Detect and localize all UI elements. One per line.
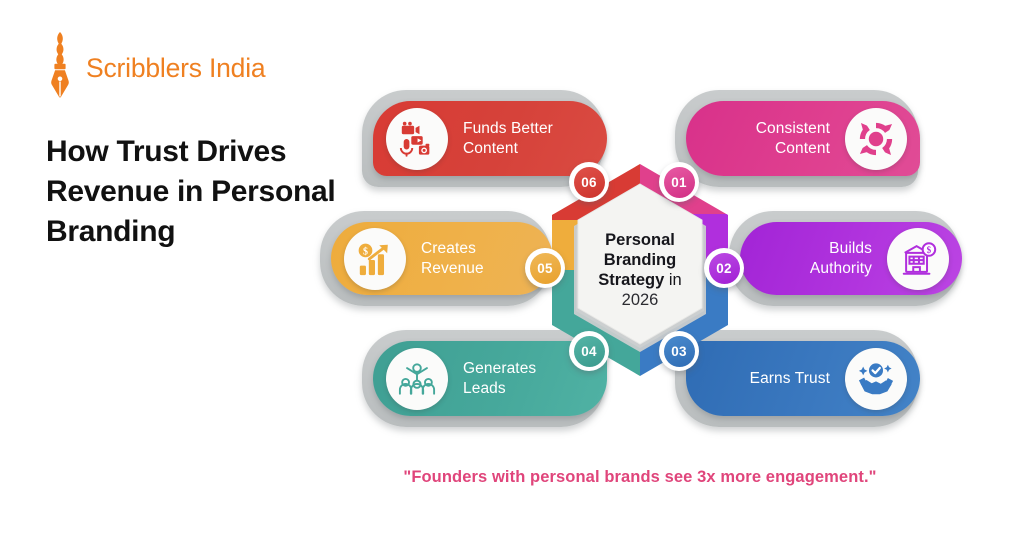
step-badge-02[interactable]: 02 (704, 248, 744, 288)
page-title: How Trust Drives Revenue in Personal Bra… (46, 135, 336, 248)
step-label-05: Creates Revenue (421, 239, 484, 277)
card-face: $ Creates Revenue (331, 222, 553, 295)
step-number-01: 01 (663, 166, 695, 198)
card-face: Generates Leads (373, 341, 607, 416)
step-badge-01[interactable]: 01 (659, 162, 699, 202)
step-label-06: Funds Better Content (463, 119, 553, 157)
people-group-icon (386, 347, 448, 410)
step-number-04: 04 (573, 335, 605, 367)
step-badge-05[interactable]: 05 (525, 248, 565, 288)
footer-quote: "Founders with personal brands see 3x mo… (403, 468, 877, 486)
step-label-04: Generates Leads (463, 359, 537, 397)
svg-text:$: $ (363, 246, 368, 257)
step-badge-06[interactable]: 06 (569, 162, 609, 202)
refresh-cycle-icon (845, 107, 907, 170)
step-number-05: 05 (529, 252, 561, 284)
card-face: Consistent Content (686, 101, 920, 176)
brand-logo: Scribblers India (40, 30, 266, 102)
step-card-01[interactable]: Consistent Content (675, 90, 920, 187)
hexagon-color-ring (552, 164, 728, 376)
step-label-01: Consistent Content (755, 119, 830, 157)
step-card-05[interactable]: $ Creates Revenue (320, 211, 553, 306)
growth-chart-dollar-icon: $ (344, 227, 406, 290)
svg-text:$: $ (927, 244, 932, 254)
card-face: Builds Authority $ (740, 222, 962, 295)
infographic-diagram: Funds Better Content Consistent Content (310, 80, 970, 460)
step-label-03: Earns Trust (749, 369, 830, 387)
left-column: Scribblers India How Trust Drives Revenu… (0, 0, 350, 538)
step-card-04[interactable]: Generates Leads (362, 330, 607, 427)
brand-name: Scribblers India (86, 52, 266, 83)
card-face: Funds Better Content (373, 101, 607, 176)
step-number-03: 03 (663, 335, 695, 367)
step-card-02[interactable]: Builds Authority $ (729, 211, 962, 306)
bank-dollar-icon: $ (887, 227, 949, 290)
pen-nib-wheat-icon (40, 30, 80, 102)
step-number-06: 06 (573, 166, 605, 198)
step-badge-04[interactable]: 04 (569, 331, 609, 371)
step-label-02: Builds Authority (809, 239, 872, 277)
step-badge-03[interactable]: 03 (659, 331, 699, 371)
card-face: Earns Trust (686, 341, 920, 416)
step-number-02: 02 (708, 252, 740, 284)
step-card-03[interactable]: Earns Trust (675, 330, 920, 427)
handshake-check-icon (845, 347, 907, 410)
step-card-06[interactable]: Funds Better Content (362, 90, 607, 187)
video-camera-mic-icon (386, 107, 448, 170)
